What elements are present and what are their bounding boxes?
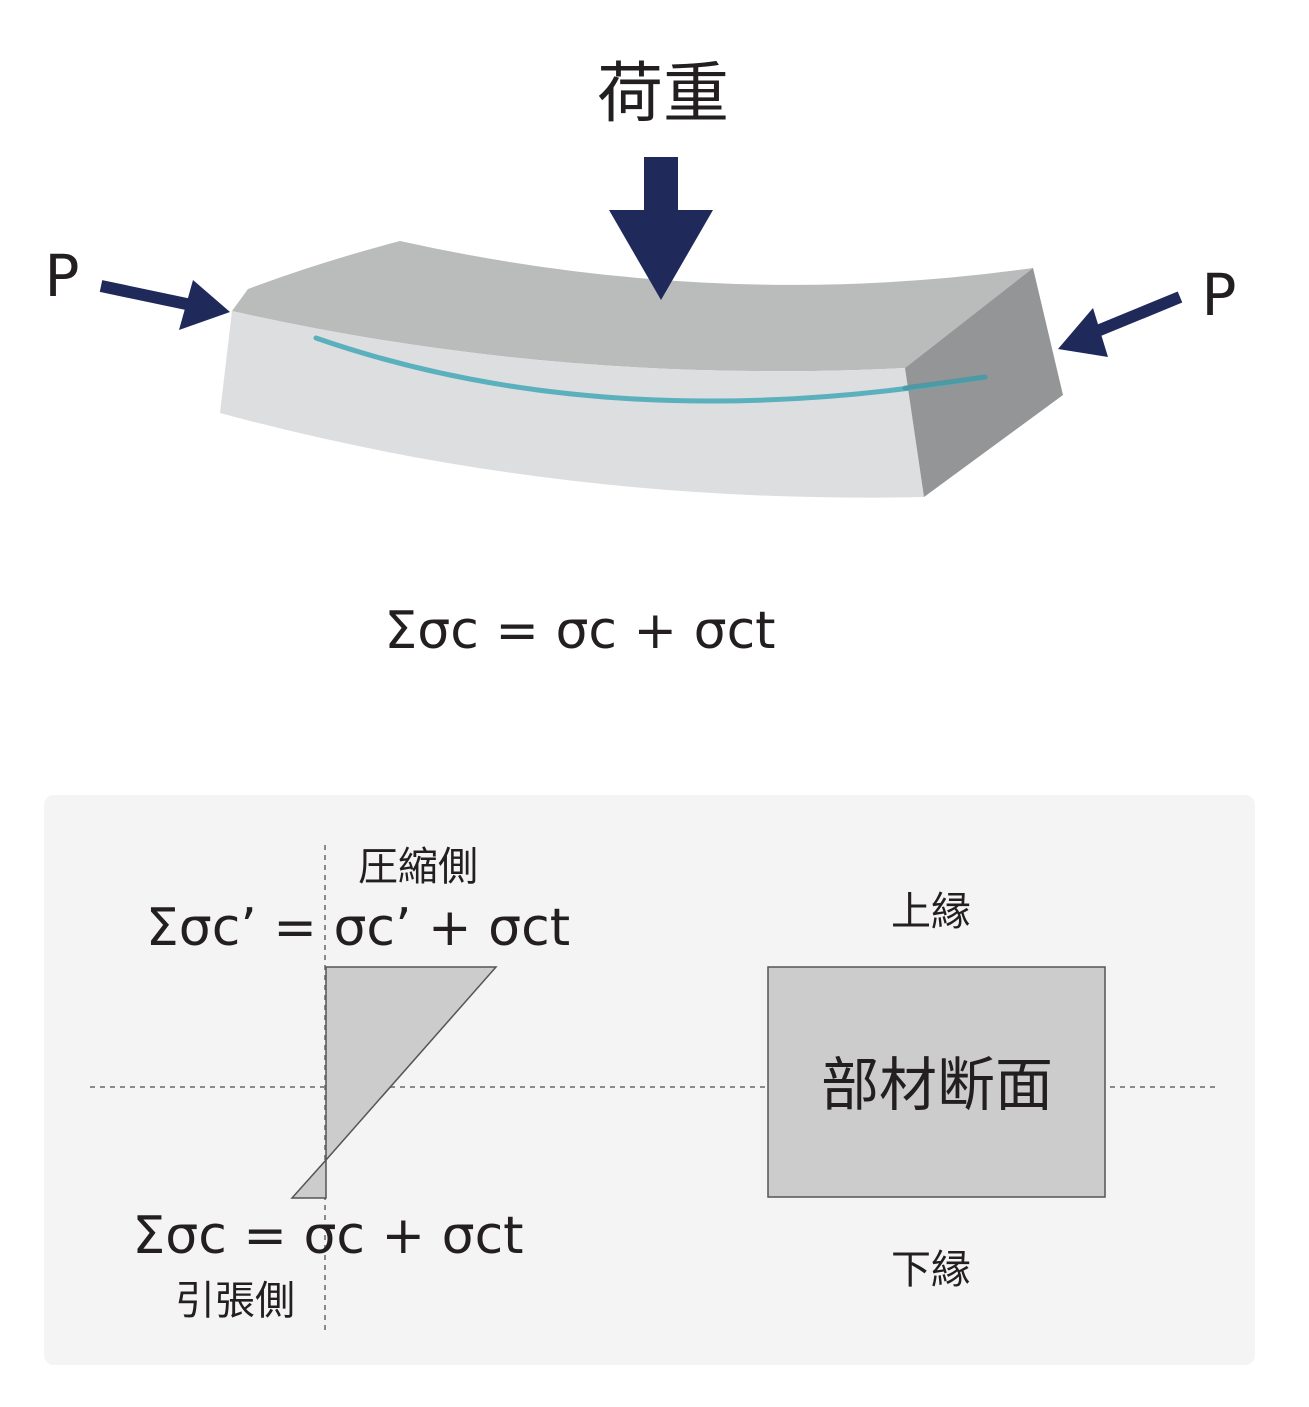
section-label: 部材断面	[821, 1051, 1053, 1119]
top-stress-formula: Σσc’ = σc’ + σct	[146, 898, 570, 958]
compression-side-label: 圧縮側	[358, 844, 478, 890]
bottom-stress-formula: Σσc = σc + σct	[132, 1206, 523, 1266]
left-force-label: P	[45, 242, 80, 310]
beam	[220, 241, 1063, 498]
member-section-box	[767, 966, 1106, 1198]
left-force-arrow	[99, 280, 230, 330]
lower-edge-label: 下縁	[891, 1247, 971, 1293]
tension-side-label: 引張側	[175, 1278, 295, 1324]
tendon-line-shaded	[902, 374, 988, 391]
right-force-label: P	[1202, 261, 1237, 329]
load-label: 荷重	[597, 55, 729, 132]
top-formula: Σσc = σc + σct	[384, 601, 775, 661]
stress-panel	[44, 795, 1255, 1365]
beam-end-face	[905, 268, 1063, 497]
beam-front-face	[220, 311, 924, 498]
load-arrow	[609, 157, 713, 300]
stress-distribution-compression	[325, 966, 498, 1162]
beam-top-face	[232, 241, 1033, 372]
tendon-line	[313, 335, 988, 404]
upper-edge-label: 上縁	[891, 889, 971, 935]
right-force-arrow	[1058, 291, 1183, 357]
stress-distribution-tension	[290, 1158, 327, 1199]
